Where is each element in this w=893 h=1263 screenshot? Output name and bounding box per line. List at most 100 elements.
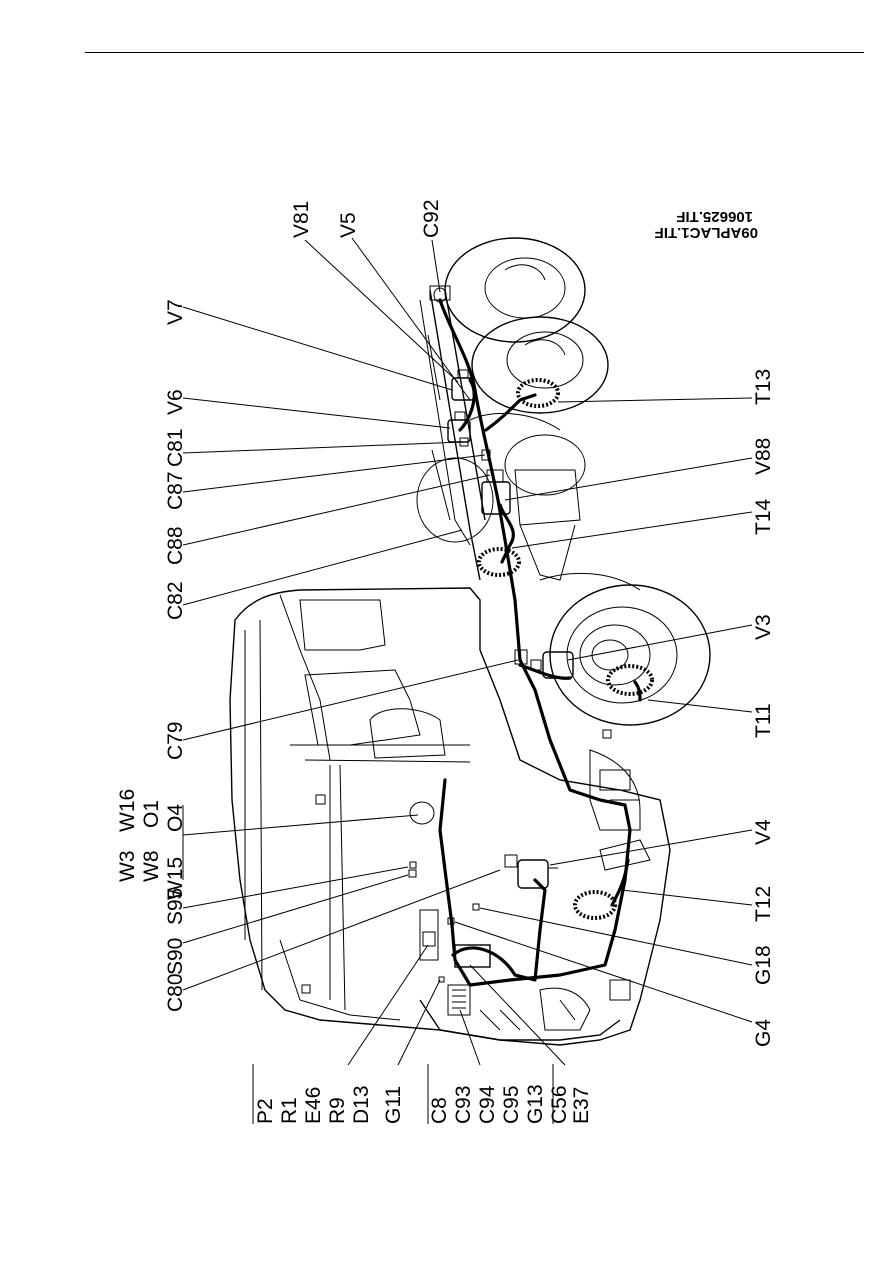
harness-branch-t13: [484, 393, 537, 432]
valve-v4: [504, 854, 558, 889]
label-t14: T14: [752, 498, 775, 535]
rear-wheel-1-detail: [504, 264, 546, 281]
file-name-1: 09APLAC1.TIF: [655, 224, 758, 241]
relay-block: [447, 984, 471, 1016]
cab-rear-edge: [244, 619, 263, 991]
switch-s90: [408, 869, 417, 878]
label-c88: C88: [164, 526, 187, 565]
rear-wheel-1-tire: [444, 237, 586, 343]
relay-lines: [452, 989, 466, 1009]
fender-step: [599, 769, 640, 801]
front-wheel-center: [591, 639, 629, 671]
label-w15: W15: [164, 857, 187, 900]
label-g18: G18: [752, 945, 775, 985]
label-c8: C8: [428, 1097, 451, 1124]
harness-branch-v3: [518, 663, 572, 680]
truck-drawing: [229, 237, 711, 1046]
label-c87: C87: [164, 471, 187, 510]
labels: V81 V5 C92 V7 V6 C81 C87 C88 C82 C79 T13…: [116, 199, 775, 1124]
inner-tire-2: [504, 434, 586, 496]
label-r9: R9: [326, 1097, 349, 1124]
label-c94: C94: [476, 1085, 499, 1124]
door-edge: [329, 764, 346, 1011]
label-o1: O1: [140, 800, 163, 828]
label-t11: T11: [752, 703, 775, 738]
front-wheel-arch: [539, 573, 641, 591]
wiring-harness: [438, 298, 642, 987]
ground-g18: [472, 903, 480, 911]
switch-s95: [409, 861, 417, 869]
rear-window: [299, 599, 386, 651]
cab-floor-lines: [290, 744, 471, 763]
cab-outline: [229, 587, 671, 1046]
box-c80: [422, 931, 436, 947]
label-c56: C56: [548, 1085, 571, 1124]
front-wheel-tire: [549, 584, 711, 726]
rear-wheel-1-rim: [484, 257, 566, 319]
main-harness: [438, 298, 632, 987]
sensor-ring-t11: [606, 664, 654, 696]
leader-lines: [182, 237, 753, 1124]
label-e37: E37: [570, 1087, 593, 1124]
sensor-ring-t13: [516, 378, 560, 408]
label-c79: C79: [164, 721, 187, 760]
label-v81: V81: [290, 201, 313, 238]
side-window: [304, 669, 421, 746]
label-g11: G11: [382, 1086, 405, 1124]
label-w3: W3: [116, 851, 139, 883]
fender-small-square: [602, 729, 612, 739]
front-fender-detail: [589, 749, 641, 831]
harness-branch-v7: [458, 378, 476, 432]
label-p2: P2: [254, 1098, 277, 1124]
label-w8: W8: [140, 851, 163, 883]
harness-branch-v4: [451, 878, 547, 982]
label-c95: C95: [500, 1085, 523, 1124]
ground-o4: [409, 801, 435, 825]
label-t12: T12: [752, 886, 775, 922]
chassis-rail-outer: [429, 289, 481, 581]
front-bumper: [419, 999, 621, 1041]
label-o4: O4: [164, 804, 187, 832]
label-s95: S95: [164, 888, 187, 925]
label-d13: D13: [350, 1085, 373, 1124]
top-rule: [85, 52, 864, 53]
label-v88: V88: [752, 438, 775, 475]
headlight: [539, 987, 591, 1031]
sensor-ring-t12: [573, 890, 617, 920]
panel-c80: [419, 909, 439, 961]
front-marker: [609, 979, 631, 1001]
file-name-2: 106625.TIF: [676, 208, 753, 225]
cab-small-square-2: [301, 984, 311, 994]
front-wheel-rim: [566, 606, 678, 704]
sensor-ring-t14: [477, 547, 521, 577]
label-s90: S90: [164, 938, 187, 975]
label-c93: C93: [452, 1085, 475, 1124]
seat-back: [369, 708, 446, 759]
label-w16: W16: [116, 789, 139, 832]
label-r1: R1: [278, 1097, 301, 1124]
label-t13: T13: [752, 369, 775, 405]
label-c92: C92: [420, 199, 443, 238]
front-wheel-hub: [579, 624, 651, 686]
chassis-rail-edge: [419, 299, 471, 546]
label-c82: C82: [164, 581, 187, 620]
harness-branch-t12: [610, 858, 630, 907]
rear-wheel-2-tire: [471, 316, 609, 414]
axle-bracket: [519, 524, 576, 581]
label-v5: V5: [337, 212, 360, 238]
axle-housing: [514, 469, 581, 526]
rear-axle-line: [469, 412, 561, 431]
label-g13: G13: [524, 1084, 547, 1124]
label-g4: G4: [752, 1019, 775, 1047]
ground-g11: [438, 976, 445, 983]
inner-tire-1: [416, 457, 494, 543]
label-c80: C80: [164, 973, 187, 1012]
label-v4: V4: [752, 819, 775, 845]
label-e46: E46: [302, 1087, 325, 1124]
label-v3: V3: [752, 614, 775, 640]
lower-cab-line: [279, 939, 401, 1021]
grille-lines: [479, 999, 576, 1031]
label-v7: V7: [164, 299, 187, 325]
